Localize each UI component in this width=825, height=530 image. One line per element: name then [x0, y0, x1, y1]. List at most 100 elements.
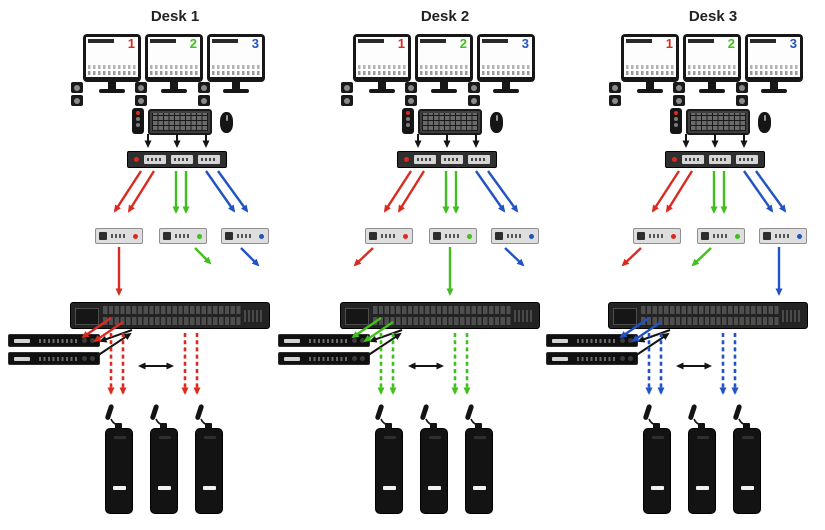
- desk-title: Desk 1: [150, 8, 200, 25]
- speaker-icon: [198, 95, 210, 106]
- screen-ui-row: [750, 65, 798, 69]
- screen-ui-row: [750, 71, 798, 75]
- receiver-tower-2: [420, 428, 448, 514]
- screen-ui-row: [88, 65, 136, 69]
- rack-logo: [552, 338, 568, 343]
- monitor-stand-base: [369, 89, 395, 93]
- monitor-screen: 3: [748, 37, 800, 77]
- keyboard-keys: [152, 113, 208, 131]
- extender-to-network-arrows: [621, 247, 783, 296]
- switcher-to-extender-arrows: [113, 170, 249, 214]
- desk-2: Desk 2 1 2 3: [278, 0, 575, 530]
- keyboard-to-switcher-arrows: [144, 134, 210, 148]
- extender-led: [467, 234, 472, 239]
- monitor-stand: [378, 81, 386, 90]
- lan-distribution-arrows: [645, 333, 739, 395]
- keyboard-to-switcher-arrows: [414, 134, 480, 148]
- speaker-icon: [71, 95, 83, 106]
- extender-led: [735, 234, 740, 239]
- receiver-tower-3: [195, 428, 223, 514]
- desk-title: Desk 3: [688, 8, 738, 25]
- rack-ports: [309, 357, 347, 361]
- switcher-port: [736, 155, 758, 164]
- monitor-stand-base: [161, 89, 187, 93]
- monitor-screen: 2: [418, 37, 470, 77]
- monitor-stand: [646, 81, 654, 90]
- switcher-port: [144, 155, 166, 164]
- monitor-number: 2: [189, 37, 197, 51]
- screen-ui-row: [358, 65, 406, 69]
- speaker-icon: [609, 95, 621, 106]
- monitor-stand: [708, 81, 716, 90]
- monitor-stand-base: [99, 89, 125, 93]
- monitor-number: 2: [727, 37, 735, 51]
- mouse: [220, 112, 233, 133]
- speakers: [198, 82, 210, 108]
- screen-ui-row: [688, 65, 736, 69]
- switch-vent: [514, 310, 534, 322]
- speaker-icon: [468, 95, 480, 106]
- speakers: [135, 82, 147, 108]
- monitor-stand-base: [761, 89, 787, 93]
- network-switch: [340, 302, 540, 329]
- speakers: [609, 82, 621, 108]
- receiver-tower-3: [733, 428, 761, 514]
- rack-device-1: [8, 334, 100, 347]
- screen-ui-toolbar: [88, 39, 114, 43]
- monitor-screen: 1: [356, 37, 408, 77]
- screen-ui-row: [482, 65, 530, 69]
- speaker-icon: [673, 82, 685, 93]
- speaker-icon: [673, 95, 685, 106]
- switcher-port: [414, 155, 436, 164]
- monitor-1: 1: [83, 34, 141, 82]
- extender-3: [759, 228, 807, 244]
- speakers: [468, 82, 480, 108]
- rack-logo: [14, 338, 30, 343]
- speakers: [405, 82, 417, 108]
- wireless-dongle-icons: [375, 404, 482, 429]
- monitor-stand: [108, 81, 116, 90]
- switch-ports: [373, 306, 511, 325]
- switcher-port: [468, 155, 490, 164]
- speaker-icon: [468, 82, 480, 93]
- switch-label-area: [613, 308, 637, 325]
- extender-led: [133, 234, 138, 239]
- switcher-port: [198, 155, 220, 164]
- extender-3: [221, 228, 269, 244]
- extender-led: [197, 234, 202, 239]
- extender-led: [259, 234, 264, 239]
- switcher-to-extender-arrows: [651, 170, 787, 214]
- screen-ui-row: [150, 65, 198, 69]
- screen-ui-row: [150, 71, 198, 75]
- receiver-tower-1: [375, 428, 403, 514]
- speaker-icon: [609, 82, 621, 93]
- keyboard: [148, 109, 212, 135]
- speaker-icon: [405, 95, 417, 106]
- monitor-2: 2: [415, 34, 473, 82]
- monitor-number: 3: [789, 37, 797, 51]
- monitor-1: 1: [621, 34, 679, 82]
- speakers: [736, 82, 748, 108]
- rack-logo: [284, 338, 300, 343]
- remote-control: [402, 108, 414, 134]
- receiver-tower-2: [688, 428, 716, 514]
- monitor-number: 1: [665, 37, 673, 51]
- switch-ports: [641, 306, 779, 325]
- extender-1: [633, 228, 681, 244]
- status-led: [404, 157, 409, 162]
- monitor-screen: 3: [480, 37, 532, 77]
- keyboard-to-switcher-arrows: [682, 134, 748, 148]
- monitor-number: 1: [127, 37, 135, 51]
- screen-ui-row: [212, 71, 260, 75]
- screen-ui-row: [420, 71, 468, 75]
- receiver-tower-2: [150, 428, 178, 514]
- speaker-icon: [341, 82, 353, 93]
- monitor-2: 2: [145, 34, 203, 82]
- keyboard-keys: [422, 113, 478, 131]
- monitor-screen: 1: [86, 37, 138, 77]
- rack-logo: [14, 356, 30, 361]
- network-switch: [608, 302, 808, 329]
- screen-ui-toolbar: [750, 39, 776, 43]
- switcher-port: [709, 155, 731, 164]
